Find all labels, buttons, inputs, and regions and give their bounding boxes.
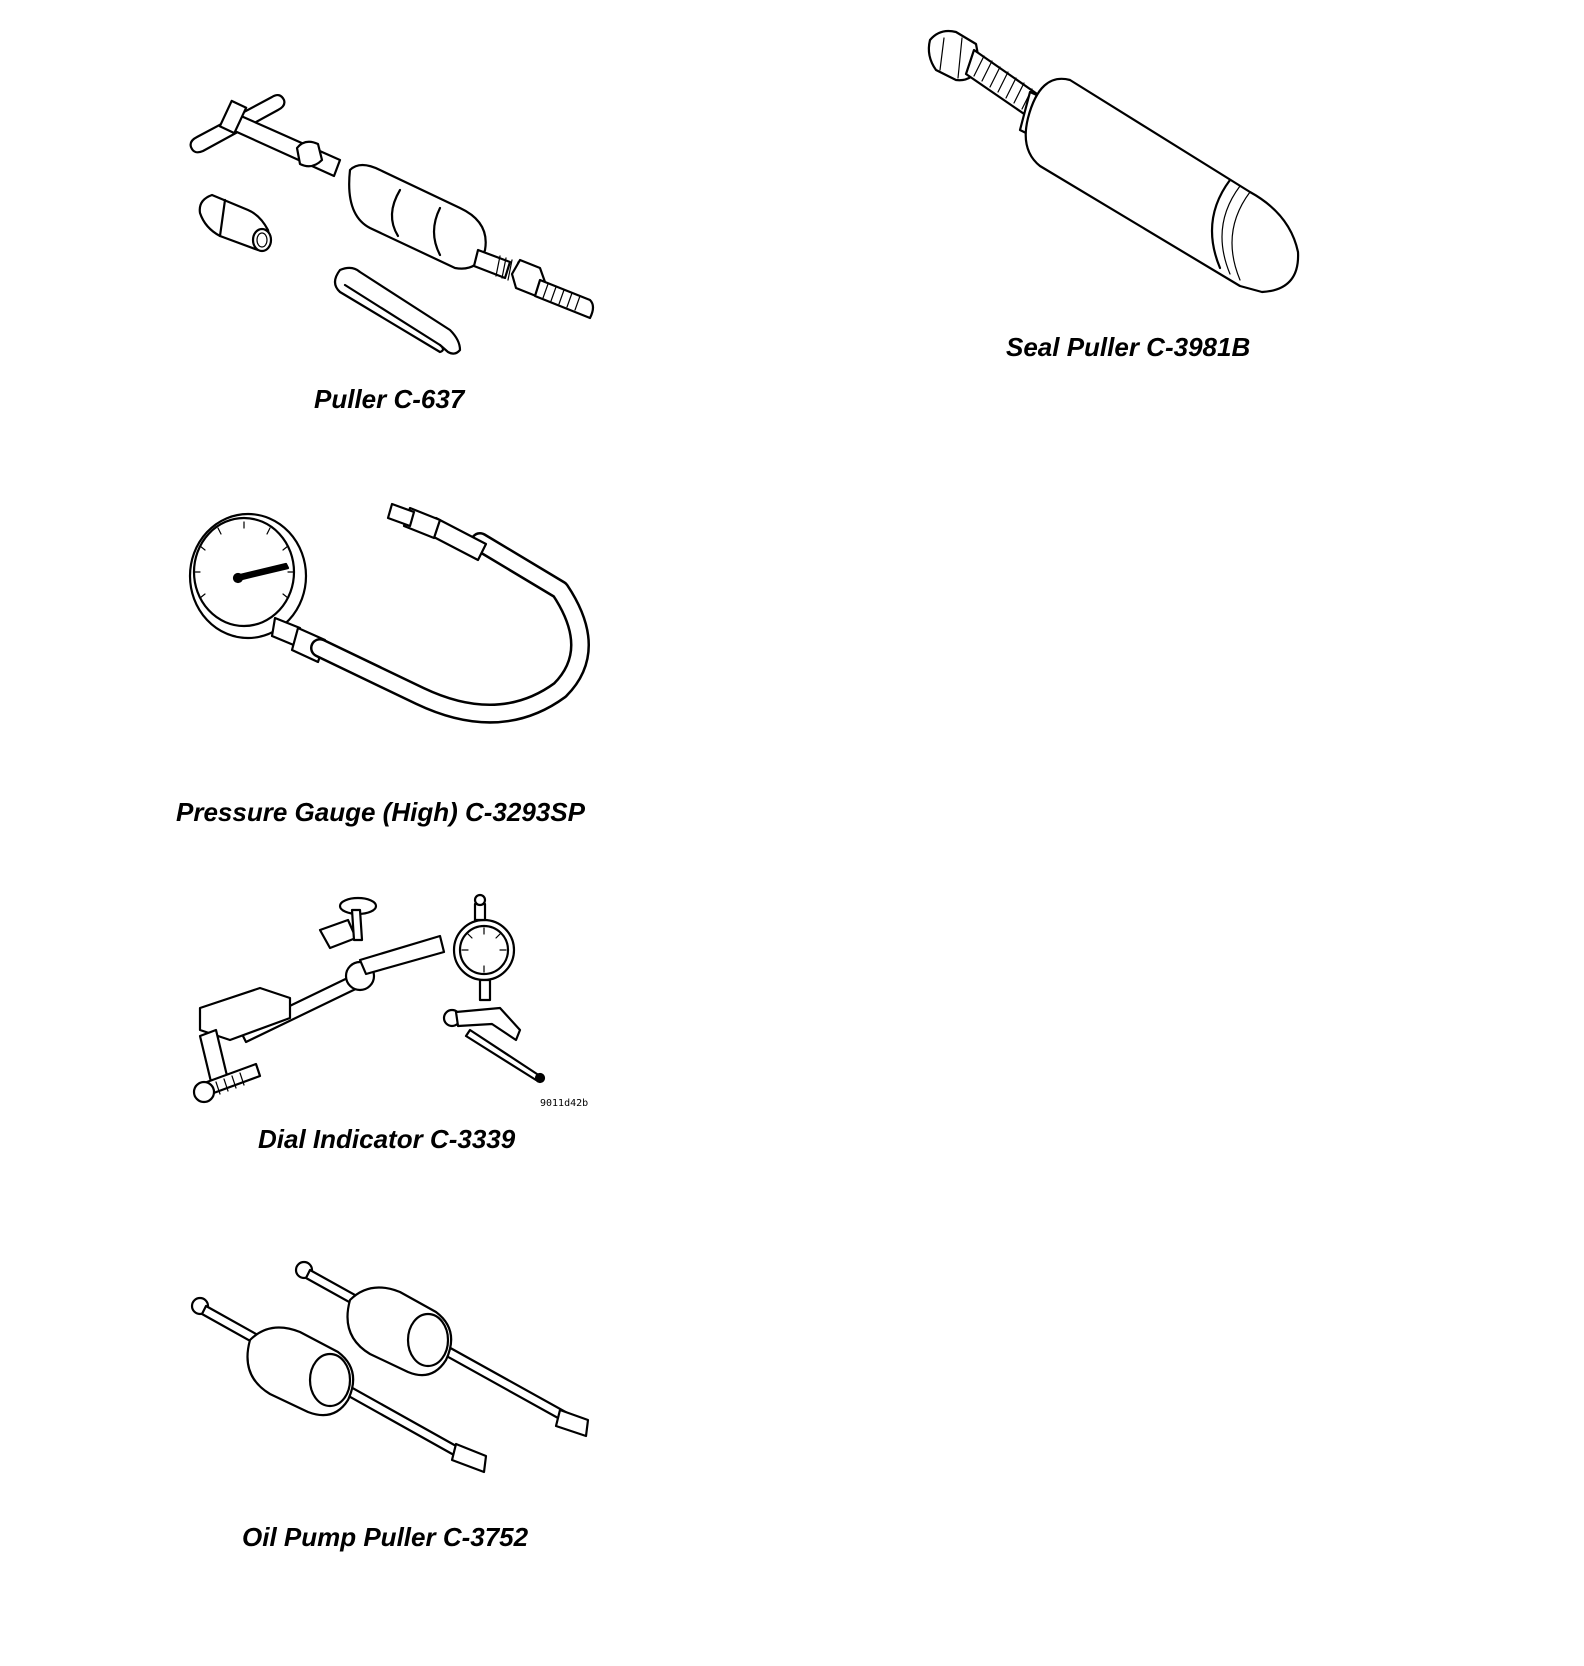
oil-pump-puller-caption: Oil Pump Puller C-3752 — [242, 1522, 529, 1552]
dial-indicator-c-3339: 9011d42b Dial Indicator C-3339 — [0, 880, 700, 1160]
puller-c-637: Puller C-637 — [0, 0, 700, 420]
pressure-gauge-caption: Pressure Gauge (High) C-3293SP — [176, 797, 585, 827]
oil-pump-puller-icon — [190, 1260, 590, 1474]
seal-puller-icon — [927, 29, 1300, 294]
slide-hammer-puller-icon — [189, 93, 595, 355]
dial-indicator-icon — [192, 893, 546, 1104]
pressure-gauge-c-3293sp — [0, 500, 700, 830]
puller-caption: Puller C-637 — [314, 384, 465, 414]
dial-indicator-caption: Dial Indicator C-3339 — [258, 1124, 516, 1154]
seal-puller-c-3981b: Seal Puller C-3981B — [900, 0, 1420, 380]
oil-pump-puller-c-3752: Oil Pump Puller C-3752 — [0, 1250, 700, 1570]
figure-code: 9011d42b — [540, 1098, 589, 1109]
pressure-gauge-icon — [188, 502, 590, 724]
seal-puller-caption: Seal Puller C-3981B — [1006, 332, 1251, 362]
